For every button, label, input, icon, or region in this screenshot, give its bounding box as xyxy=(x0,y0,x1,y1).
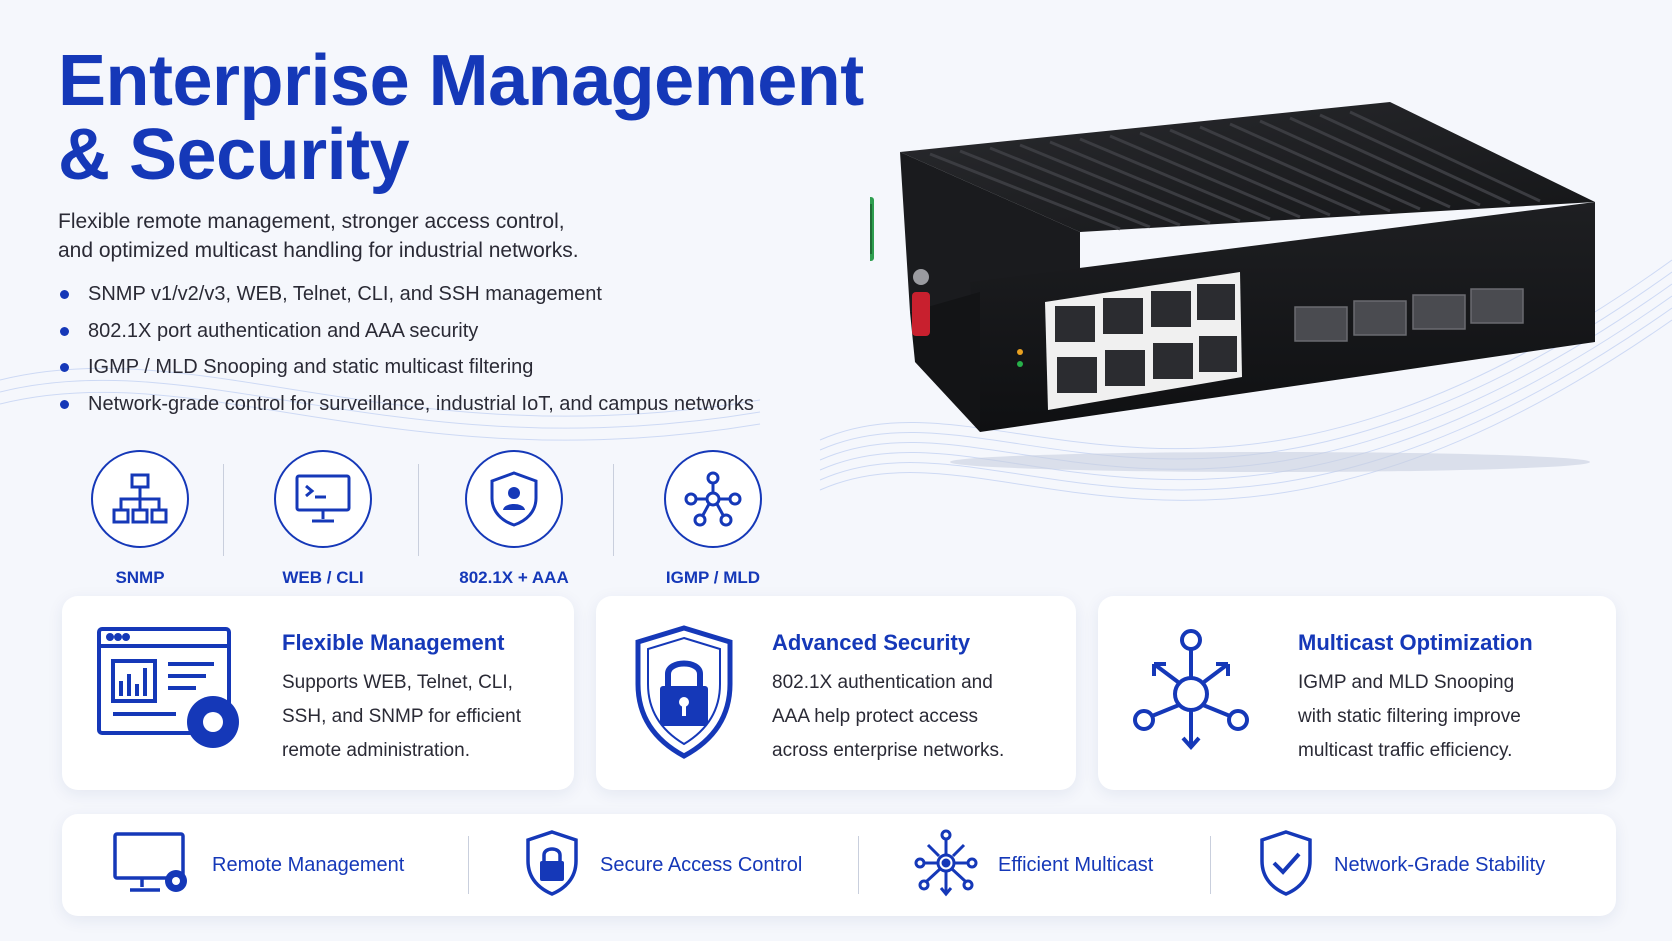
bottom-item-label: Secure Access Control xyxy=(600,853,803,876)
bottom-item-label: Efficient Multicast xyxy=(998,853,1154,876)
card-desc-line: across enterprise networks. xyxy=(772,740,1005,761)
card-desc-line: Supports WEB, Telnet, CLI, xyxy=(282,672,513,693)
divider xyxy=(418,464,419,556)
monitor-gear-icon xyxy=(112,831,192,900)
card-title: Advanced Security xyxy=(772,630,971,655)
network-hierarchy-icon xyxy=(91,450,189,548)
title-line-1: Enterprise Management xyxy=(58,41,864,121)
feature-icon-web-cli: WEB / CLI xyxy=(248,450,398,588)
feature-icon-row: SNMP WEB / CLI 802.1X + AAA xyxy=(58,450,778,590)
feature-icon-label: WEB / CLI xyxy=(282,568,364,587)
feature-icon-snmp: SNMP xyxy=(65,450,215,588)
card-description: IGMP and MLD Snooping with static filter… xyxy=(1298,666,1521,768)
feature-icon-8021x: 802.1X + AAA xyxy=(439,450,589,588)
shield-lock-icon xyxy=(524,829,580,902)
card-desc-line: remote administration. xyxy=(282,740,470,761)
divider xyxy=(858,836,859,894)
divider xyxy=(223,464,224,556)
divider xyxy=(1210,836,1211,894)
card-desc-line: 802.1X authentication and xyxy=(772,672,993,693)
bottom-item-efficient-multicast: Efficient Multicast xyxy=(914,814,1153,916)
card-desc-line: AAA help protect access xyxy=(772,706,978,727)
divider xyxy=(468,836,469,894)
bullet-item: SNMP v1/v2/v3, WEB, Telnet, CLI, and SSH… xyxy=(58,282,754,306)
dashboard-gear-icon xyxy=(96,626,244,761)
feature-icon-label: 802.1X + AAA xyxy=(459,568,569,587)
page-title: Enterprise Management & Security xyxy=(58,44,864,192)
industrial-switch-image xyxy=(870,102,1595,472)
multicast-nodes-icon xyxy=(664,450,762,548)
divider xyxy=(613,464,614,556)
feature-icon-label: IGMP / MLD xyxy=(665,568,761,587)
card-description: Supports WEB, Telnet, CLI, SSH, and SNMP… xyxy=(282,666,521,768)
card-desc-line: multicast traffic efficiency. xyxy=(1298,740,1513,761)
card-title: Multicast Optimization xyxy=(1298,630,1533,655)
bottom-feature-bar: Remote Management Secure Access Control xyxy=(62,814,1616,916)
bottom-item-label: Network-Grade Stability xyxy=(1334,853,1546,876)
shield-user-icon xyxy=(465,450,563,548)
card-advanced-security: Advanced Security 802.1X authentication … xyxy=(596,596,1076,790)
bottom-item-remote-management: Remote Management xyxy=(112,814,404,916)
subtitle-line-1: Flexible remote management, stronger acc… xyxy=(58,210,565,233)
subtitle-line-2: and optimized multicast handling for ind… xyxy=(58,239,579,262)
bullet-item: IGMP / MLD Snooping and static multicast… xyxy=(58,355,754,379)
card-title: Flexible Management xyxy=(282,630,505,655)
bottom-item-network-grade-stability: Network-Grade Stability xyxy=(1258,814,1545,916)
card-desc-line: IGMP and MLD Snooping xyxy=(1298,672,1515,693)
feature-icon-igmp-mld: IGMP / MLD xyxy=(638,450,788,588)
card-desc-line: SSH, and SNMP for efficient xyxy=(282,706,522,727)
multicast-hub-icon xyxy=(1132,628,1250,757)
bullet-item: Network-grade control for surveillance, … xyxy=(58,392,754,416)
shield-check-icon xyxy=(1258,829,1314,902)
page-subtitle: Flexible remote management, stronger acc… xyxy=(58,207,698,265)
monitor-terminal-icon xyxy=(274,450,372,548)
feature-icon-label: SNMP xyxy=(115,568,165,587)
title-line-2: & Security xyxy=(58,115,410,195)
bottom-item-secure-access: Secure Access Control xyxy=(524,814,802,916)
bottom-item-label: Remote Management xyxy=(212,853,405,876)
card-desc-line: with static filtering improve xyxy=(1298,706,1521,727)
multicast-hub-icon xyxy=(914,829,978,902)
card-multicast-optimization: Multicast Optimization IGMP and MLD Snoo… xyxy=(1098,596,1616,790)
card-description: 802.1X authentication and AAA help prote… xyxy=(772,666,1004,768)
bullet-item: 802.1X port authentication and AAA secur… xyxy=(58,319,754,343)
feature-bullet-list: SNMP v1/v2/v3, WEB, Telnet, CLI, and SSH… xyxy=(58,282,754,428)
card-flexible-management: Flexible Management Supports WEB, Telnet… xyxy=(62,596,574,790)
shield-lock-icon xyxy=(632,624,736,765)
